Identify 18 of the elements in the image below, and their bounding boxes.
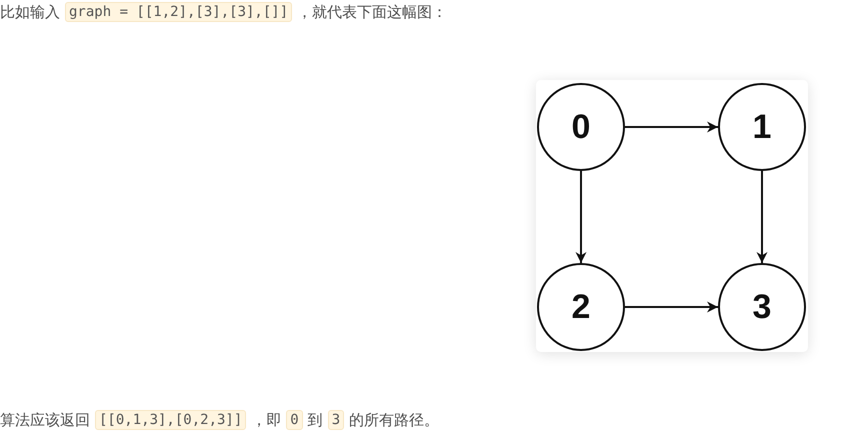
arrow (756, 171, 768, 263)
text: ，就代表下面这幅图： (297, 2, 448, 22)
node-number: 0 (572, 108, 590, 146)
code-snippet: graph = [[1,2],[3],[3],[]] (65, 2, 292, 22)
code-snippet: [[0,1,3],[0,2,3]] (95, 410, 246, 430)
code-snippet: 0 (286, 410, 303, 430)
text: 算法应该返回 (0, 410, 90, 430)
arrow (625, 302, 718, 312)
node-number: 2 (572, 288, 590, 326)
text: 比如输入 (0, 2, 60, 22)
node-number: 3 (752, 288, 772, 326)
text: 的所有路径。 (349, 410, 440, 430)
text: ，即 (251, 410, 282, 430)
code-snippet: 3 (328, 410, 344, 430)
arrow (625, 122, 718, 132)
node-number: 1 (752, 108, 772, 146)
text: 到 (308, 410, 323, 430)
arrow (576, 171, 586, 263)
